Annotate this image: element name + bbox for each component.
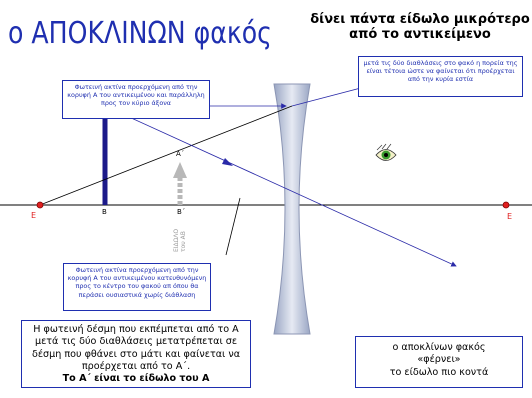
page-title: ο ΑΠΟΚΛΙΝΩΝ φακός — [8, 16, 272, 51]
diverging-lens — [273, 83, 311, 335]
conclusion-line1: ο αποκλίνων φακός — [392, 342, 486, 353]
explanation-text: Η φωτεινή δέσμη που εκπέμπεται από το Α … — [31, 324, 241, 372]
label-b-prime: B΄ — [177, 208, 186, 216]
page-subtitle: δίνει πάντα είδωλο μικρότερο από το αντι… — [310, 12, 530, 42]
label-focal-right: E — [507, 212, 513, 221]
refracted-ray-note: μετά τις δύο διαθλάσεις στο φακό η πορεί… — [358, 56, 523, 97]
focal-point-left — [36, 201, 44, 209]
focal-point-right — [502, 201, 510, 209]
explanation-bold: Το Α΄ είναι το είδωλο του Α — [62, 373, 210, 385]
label-pointer — [225, 197, 241, 256]
conclusion-line2: «φέρνει» — [417, 354, 461, 366]
conclusion-line3: το είδωλο πιο κοντά — [389, 366, 489, 378]
label-a-prime: A΄ — [176, 150, 185, 158]
image-caption: ΕΙΔΩΛΟ του ΑΒ — [173, 229, 187, 252]
explanation-box: Η φωτεινή δέσμη που εκπέμπεται από το Α … — [21, 320, 251, 388]
label-b: B — [102, 208, 107, 216]
conclusion-box: ο αποκλίνων φακός «φέρνει» το είδωλο πιο… — [355, 336, 523, 388]
construction-line — [39, 105, 293, 206]
label-focal-left: E — [31, 211, 37, 220]
center-ray-note: Φωτεινή ακτίνα προερχόμενη από την κορυφ… — [63, 263, 211, 311]
image-caption-line1: ΕΙΔΩΛΟ — [173, 228, 180, 252]
image-caption-line2: του ΑΒ — [180, 231, 187, 252]
eye-icon — [375, 143, 397, 161]
parallel-ray-note: Φωτεινή ακτίνα προερχόμενη από την κορυφ… — [62, 80, 210, 119]
image-arrowhead — [173, 162, 187, 178]
center-ray — [104, 105, 457, 267]
